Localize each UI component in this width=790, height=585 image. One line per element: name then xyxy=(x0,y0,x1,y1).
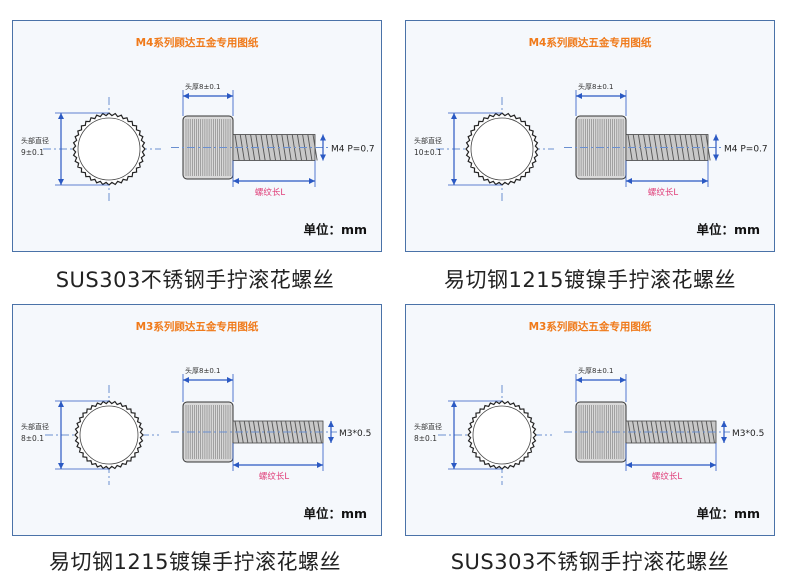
arrowhead xyxy=(721,421,727,427)
head-thickness-label: 头厚8±0.1 xyxy=(185,82,220,91)
arrowhead xyxy=(451,113,457,119)
arrowhead xyxy=(721,437,727,443)
thread-line xyxy=(655,420,660,444)
thread-length-label: 螺纹长L xyxy=(648,187,679,198)
thread-length-label: 螺纹长L xyxy=(255,187,286,198)
thread-line xyxy=(262,420,267,444)
arrowhead xyxy=(620,93,626,99)
knurled-inner-circle xyxy=(79,405,139,465)
arrowhead xyxy=(451,401,457,407)
thread-spec-label: M4 P=0.7 xyxy=(724,145,768,155)
head-diameter-value: 9±0.1 xyxy=(21,148,44,157)
head-diameter-value: 8±0.1 xyxy=(21,434,44,443)
panel-title: M3系列顾达五金专用图纸 xyxy=(528,321,652,333)
thread-line xyxy=(294,420,299,444)
arrowhead xyxy=(320,154,326,161)
arrowhead xyxy=(183,377,189,383)
arrowhead xyxy=(576,377,582,383)
screw-drawing: 头部直径 9±0.1 头厚8±0.1 螺纹长L M4 P=0.7 xyxy=(21,82,375,201)
arrowhead xyxy=(451,463,457,469)
arrowhead xyxy=(317,462,323,468)
thread-length-label: 螺纹长L xyxy=(652,471,683,482)
arrowhead xyxy=(626,462,632,468)
knurled-inner-circle xyxy=(470,117,534,181)
knurled-head-circle xyxy=(467,400,537,470)
unit-label: 单位：mm xyxy=(696,506,760,521)
thread-line xyxy=(641,420,646,444)
thread-line xyxy=(682,420,688,444)
arrowhead xyxy=(233,462,239,468)
drawing-panel-1: 头部直径 9±0.1 头厚8±0.1 螺纹长L M4 P=0.7 M4系列顾达五金专用图… xyxy=(12,20,382,252)
panel-caption: SUS303不锈钢手拧滚花螺丝 xyxy=(450,550,730,574)
arrowhead xyxy=(620,377,626,383)
thread-line xyxy=(700,134,706,161)
arrowhead xyxy=(227,93,233,99)
head-thickness-label: 头厚8±0.1 xyxy=(578,366,613,375)
arrowhead xyxy=(320,134,326,141)
unit-label: 单位：mm xyxy=(303,222,367,237)
thread-line xyxy=(650,420,656,444)
screw-drawing: 头部直径 8±0.1 头厚8±0.1 螺纹长L M3*0.5 xyxy=(21,366,371,485)
thread-length-label: 螺纹长L xyxy=(259,471,290,482)
knurled-head-circle xyxy=(465,112,539,186)
head-diameter-label: 头部直径 xyxy=(21,136,49,145)
thread-line xyxy=(289,420,295,444)
knurled-head-circle xyxy=(72,112,146,186)
arrowhead xyxy=(58,401,64,407)
panel-title: M3系列顾达五金专用图纸 xyxy=(135,321,259,333)
arrowhead xyxy=(328,437,334,443)
thread-line xyxy=(280,420,286,444)
drawing-panel-2: 头部直径 10±0.1 头厚8±0.1 螺纹长L M4 P=0.7 M4系列顾达五金专用… xyxy=(405,20,775,252)
thread-line xyxy=(257,420,263,444)
arrowhead xyxy=(451,179,457,185)
panel-caption: 易切钢1215镀镍手拧滚花螺丝 xyxy=(49,550,341,574)
knurled-inner-circle xyxy=(472,405,532,465)
arrowhead xyxy=(58,113,64,119)
arrowhead xyxy=(328,421,334,427)
arrowhead xyxy=(233,178,239,184)
thread-spec-label: M3*0.5 xyxy=(732,429,764,439)
panel-caption: SUS303不锈钢手拧滚花螺丝 xyxy=(55,268,335,292)
arrowhead xyxy=(58,463,64,469)
arrowhead xyxy=(702,178,708,184)
arrowhead xyxy=(227,377,233,383)
thread-line xyxy=(307,134,313,161)
knurled-head-circle xyxy=(74,400,144,470)
arrowhead xyxy=(58,179,64,185)
unit-label: 单位：mm xyxy=(696,222,760,237)
head-diameter-label: 头部直径 xyxy=(21,422,49,431)
thread-line xyxy=(248,420,253,444)
screw-drawing: 头部直径 10±0.1 头厚8±0.1 螺纹长L M4 P=0.7 xyxy=(414,82,768,201)
head-diameter-label: 头部直径 xyxy=(414,422,442,431)
arrowhead xyxy=(183,93,189,99)
arrowhead xyxy=(626,178,632,184)
panel-title: M4系列顾达五金专用图纸 xyxy=(528,37,652,49)
panel-caption: 易切钢1215镀镍手拧滚花螺丝 xyxy=(444,268,736,292)
head-diameter-value: 8±0.1 xyxy=(414,434,437,443)
unit-label: 单位：mm xyxy=(303,506,367,521)
head-diameter-value: 10±0.1 xyxy=(414,148,442,157)
knurled-inner-circle xyxy=(77,117,141,181)
head-diameter-label: 头部直径 xyxy=(414,136,442,145)
arrowhead xyxy=(710,462,716,468)
thread-line xyxy=(673,420,679,444)
panel-title: M4系列顾达五金专用图纸 xyxy=(135,37,259,49)
arrowhead xyxy=(576,93,582,99)
thread-line xyxy=(687,420,692,444)
head-thickness-label: 头厚8±0.1 xyxy=(578,82,613,91)
thread-spec-label: M4 P=0.7 xyxy=(331,145,375,155)
thread-spec-label: M3*0.5 xyxy=(339,429,371,439)
arrowhead xyxy=(309,178,315,184)
arrowhead xyxy=(713,134,719,141)
screw-drawing: 头部直径 8±0.1 头厚8±0.1 螺纹长L M3*0.5 xyxy=(414,366,764,485)
head-thickness-label: 头厚8±0.1 xyxy=(185,366,220,375)
arrowhead xyxy=(713,154,719,161)
